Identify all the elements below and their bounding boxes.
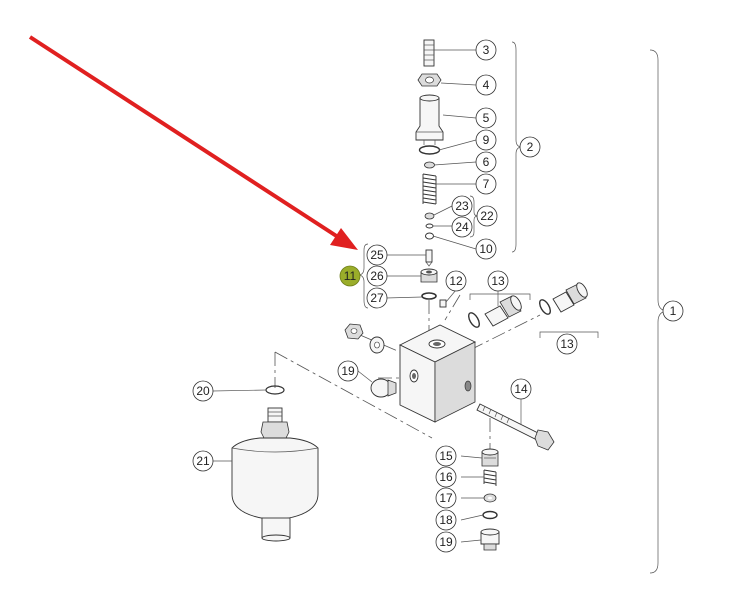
svg-text:11: 11 [344, 269, 357, 283]
check-valve-parts [420, 249, 447, 308]
svg-text:5: 5 [483, 111, 490, 125]
svg-text:19: 19 [439, 535, 453, 549]
svg-text:9: 9 [483, 133, 490, 147]
part-label-14[interactable]: 14 [510, 378, 532, 400]
part-label-12[interactable]: 12 [445, 270, 467, 292]
bottom-valve-stack [480, 448, 500, 551]
svg-text:13: 13 [491, 274, 505, 288]
part-label-4[interactable]: 4 [475, 74, 497, 96]
part-label-26[interactable]: 26 [366, 265, 388, 287]
part-label-2[interactable]: 2 [519, 136, 541, 158]
part-label-15[interactable]: 15 [435, 445, 457, 467]
svg-text:3: 3 [483, 43, 490, 57]
part-label-9[interactable]: 9 [475, 129, 497, 151]
red-arrow-icon [28, 35, 358, 250]
plug-19-left [370, 378, 397, 398]
manifold-block [398, 324, 477, 423]
part-label-13-bottom[interactable]: 13 [556, 333, 578, 355]
part-label-5[interactable]: 5 [475, 107, 497, 129]
part-label-13-top[interactable]: 13 [487, 270, 509, 292]
svg-text:10: 10 [479, 242, 493, 256]
svg-text:19: 19 [341, 364, 355, 378]
part-label-7[interactable]: 7 [475, 173, 497, 195]
svg-text:1: 1 [670, 304, 677, 318]
svg-text:21: 21 [196, 454, 210, 468]
svg-text:27: 27 [370, 291, 384, 305]
svg-text:25: 25 [370, 248, 384, 262]
bolt-14 [476, 403, 555, 451]
svg-text:26: 26 [370, 269, 384, 283]
svg-text:6: 6 [483, 155, 490, 169]
part-label-3[interactable]: 3 [475, 39, 497, 61]
part-label-18[interactable]: 18 [435, 509, 457, 531]
part-label-27[interactable]: 27 [366, 287, 388, 309]
svg-text:22: 22 [480, 209, 494, 223]
svg-text:2: 2 [527, 140, 534, 154]
part-label-16[interactable]: 16 [435, 466, 457, 488]
svg-text:15: 15 [439, 449, 453, 463]
fittings [468, 282, 599, 338]
valve-cartridge-stack [415, 39, 444, 240]
svg-text:17: 17 [439, 491, 453, 505]
svg-text:16: 16 [439, 470, 453, 484]
svg-text:14: 14 [514, 382, 528, 396]
part-label-19-bottom[interactable]: 19 [435, 531, 457, 553]
svg-text:4: 4 [483, 78, 490, 92]
part-label-11-highlighted[interactable]: 11 [339, 265, 361, 287]
part-label-22[interactable]: 22 [476, 205, 498, 227]
svg-text:12: 12 [449, 274, 463, 288]
svg-text:23: 23 [455, 199, 469, 213]
svg-text:20: 20 [196, 384, 210, 398]
part-labels: 3 4 5 9 6 7 23 24 22 10 2 1 25 26 27 11 … [192, 39, 684, 553]
accumulator-21 [231, 385, 319, 542]
svg-text:13: 13 [560, 337, 574, 351]
svg-text:7: 7 [483, 177, 490, 191]
part-label-25[interactable]: 25 [366, 244, 388, 266]
svg-text:24: 24 [455, 220, 469, 234]
part-label-24[interactable]: 24 [451, 216, 473, 238]
nut-washer [344, 323, 385, 354]
part-label-17[interactable]: 17 [435, 487, 457, 509]
svg-text:18: 18 [439, 513, 453, 527]
part-label-6[interactable]: 6 [475, 151, 497, 173]
part-label-23[interactable]: 23 [451, 195, 473, 217]
part-label-20[interactable]: 20 [192, 380, 214, 402]
part-label-10[interactable]: 10 [475, 238, 497, 260]
part-label-1[interactable]: 1 [662, 300, 684, 322]
part-label-19-left[interactable]: 19 [337, 360, 359, 382]
leader-lines [212, 49, 568, 543]
part-label-21[interactable]: 21 [192, 450, 214, 472]
